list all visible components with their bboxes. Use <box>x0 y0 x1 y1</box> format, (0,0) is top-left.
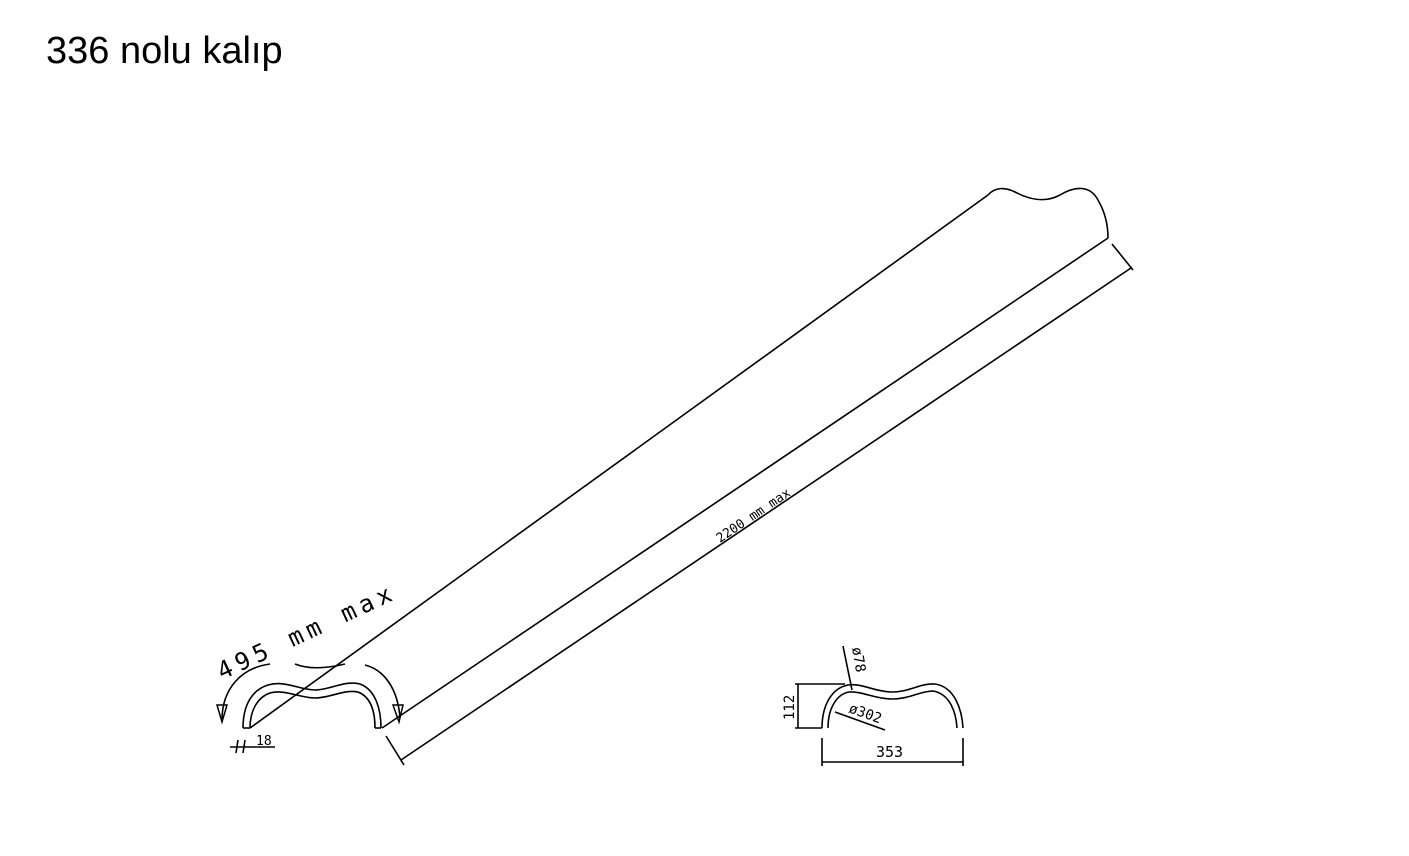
width-label: 495 mm max <box>213 578 401 686</box>
drawing-title: 336 nolu kalıp <box>46 30 283 72</box>
span-label: 353 <box>876 743 903 761</box>
length-label: 2200 mm max <box>714 486 794 547</box>
width-arc <box>221 663 401 721</box>
height-label: 112 <box>782 695 798 720</box>
front-profile-inner <box>249 690 376 729</box>
dimension-line <box>400 267 1132 761</box>
extension-line <box>385 735 405 766</box>
upper-long-edge <box>249 194 989 729</box>
leader-line <box>834 711 886 731</box>
length-dimension: 2200 mm max <box>385 243 1134 766</box>
section-inner <box>827 690 958 729</box>
thickness-tick <box>235 739 239 754</box>
section-view: 112 353 ø78 ø302 <box>782 645 964 766</box>
small-diameter-label: ø78 <box>848 646 868 674</box>
extension-line <box>1111 243 1134 271</box>
thickness-tick <box>242 739 246 754</box>
lower-long-edge <box>381 237 1109 729</box>
tile-isometric-view <box>242 187 1109 729</box>
arrow-icon <box>391 704 404 725</box>
leader-line <box>842 645 853 691</box>
thickness-label: 18 <box>256 734 272 749</box>
front-profile-outer <box>242 682 382 729</box>
section-outer <box>821 683 964 729</box>
back-profile <box>987 187 1109 239</box>
arrow-icon <box>215 704 229 725</box>
